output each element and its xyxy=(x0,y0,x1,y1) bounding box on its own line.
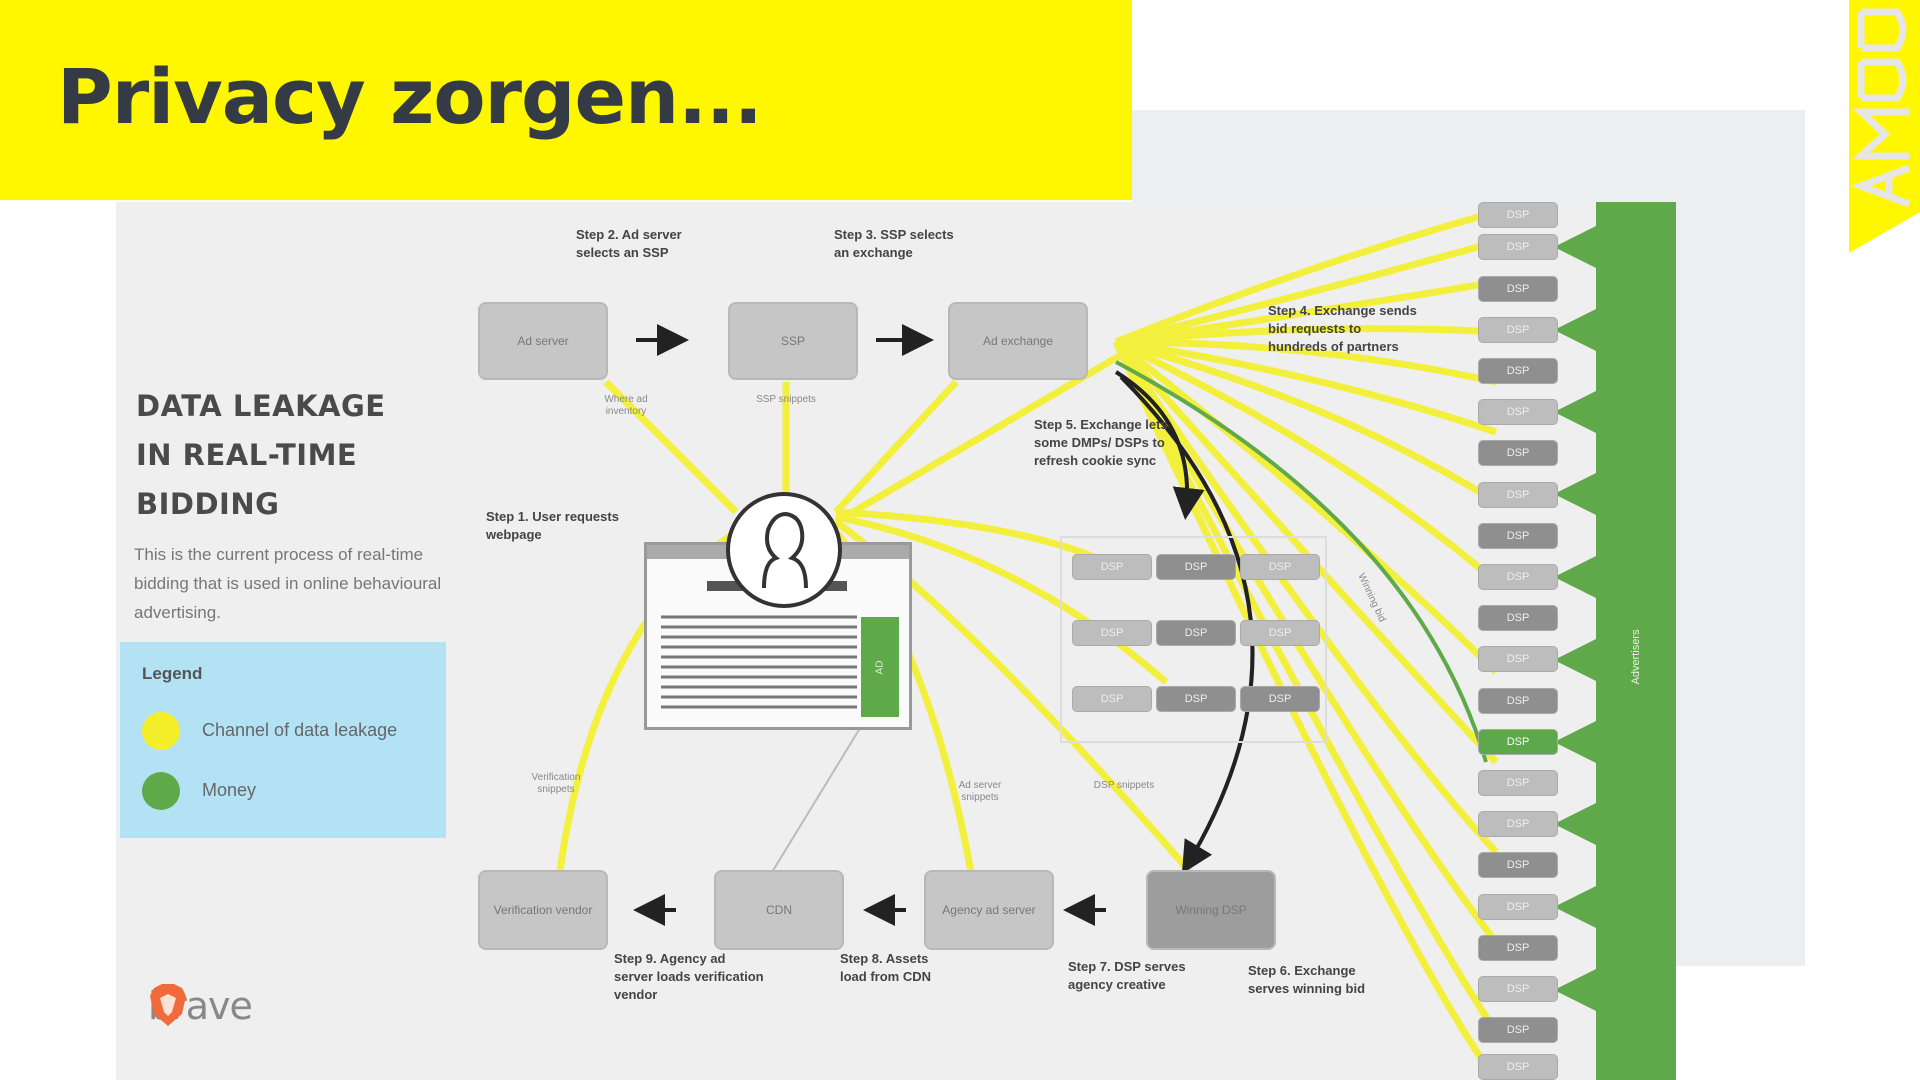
ssp-link-label: SSP snippets xyxy=(756,394,816,405)
ad-server-link-label: Where ad inventory xyxy=(604,394,648,417)
dsp-column-tile: DSP xyxy=(1478,440,1558,466)
dsp-tile: DSP xyxy=(1072,554,1152,580)
dsp-column-tile: DSP xyxy=(1478,852,1558,878)
diagram-title-line: BIDDING xyxy=(136,487,280,521)
legend-leakage-swatch xyxy=(142,712,180,750)
step-6-label: Step 6. Exchange serves winning bid xyxy=(1248,963,1366,996)
dsp-column-tile: DSP xyxy=(1478,646,1558,672)
box-winning-dsp: Winning DSP xyxy=(1146,870,1276,950)
step-5-label: Step 5. Exchange lets some DMPs/ DSPs to… xyxy=(1034,417,1168,468)
ad-slot: AD xyxy=(861,617,899,717)
rtb-diagram: DATA LEAKAGE IN REAL-TIME BIDDING This i… xyxy=(116,202,1676,1080)
dsp-tile: DSP xyxy=(1156,620,1236,646)
ad-slot-label: AD xyxy=(874,660,886,674)
dsp-column-tile: DSP xyxy=(1478,1017,1558,1043)
legend-title: Legend xyxy=(142,664,203,683)
dsp-column-tile: DSP xyxy=(1478,935,1558,961)
legend-money-swatch xyxy=(142,772,180,810)
diagram-title: DATA LEAKAGE IN REAL-TIME BIDDING xyxy=(136,382,386,529)
brave-lion-icon xyxy=(150,984,186,1026)
dsp-column-tile: DSP xyxy=(1478,358,1558,384)
box-agency-ad-server: Agency ad server xyxy=(924,870,1054,950)
diagram-connectors xyxy=(552,208,1602,1080)
box-verification-vendor: Verification vendor xyxy=(478,870,608,950)
diagram-title-line: DATA LEAKAGE xyxy=(136,389,386,423)
diagram-title-line: IN REAL-TIME xyxy=(136,438,358,472)
agency-link-label: Ad server snippets xyxy=(958,780,1002,803)
dsp-column-tile: DSP xyxy=(1478,770,1558,796)
step-1-label: Step 1. User requests webpage xyxy=(486,509,619,542)
dsp-column-tile: DSP xyxy=(1478,202,1558,228)
webpage-content-lines xyxy=(661,615,857,709)
dsp-column-tile: DSP xyxy=(1478,894,1558,920)
dsp-column-tile: DSP xyxy=(1478,564,1558,590)
dsp-tile: DSP xyxy=(1240,554,1320,580)
legend-leakage-label: Channel of data leakage xyxy=(202,720,398,740)
step-4-label: Step 4. Exchange sends bid requests to h… xyxy=(1268,303,1417,354)
step-2-label: Step 2. Ad server selects an SSP xyxy=(576,227,682,260)
legend-money-label: Money xyxy=(202,780,257,800)
legend: Legend Channel of data leakage Money xyxy=(120,642,446,838)
box-ssp: SSP xyxy=(728,302,858,380)
dsp-column-tile: DSP xyxy=(1478,399,1558,425)
step-9-label: Step 9. Agency ad server loads verificat… xyxy=(614,951,764,1002)
user-icon xyxy=(726,492,842,608)
dsp-column-tile: DSP xyxy=(1478,605,1558,631)
dsp-tile: DSP xyxy=(1240,620,1320,646)
dsp-tile: DSP xyxy=(1240,686,1320,712)
verification-link-label: Verification snippets xyxy=(531,772,581,795)
dsp-column-tile: DSP xyxy=(1478,276,1558,302)
slide-title: Privacy zorgen... xyxy=(57,52,763,141)
title-band: Privacy zorgen... xyxy=(0,0,1132,200)
brave-logo: brave xyxy=(148,984,253,1028)
step-7-label: Step 7. DSP serves agency creative xyxy=(1068,959,1186,992)
dsp-tile: DSP xyxy=(1072,686,1152,712)
dsp-tile: DSP xyxy=(1156,686,1236,712)
box-ad-server: Ad server xyxy=(478,302,608,380)
dsp-column-tile: DSP xyxy=(1478,688,1558,714)
ddma-logo xyxy=(1849,0,1920,253)
dsp-column-tile: DSP xyxy=(1478,234,1558,260)
step-8-label: Step 8. Assets load from CDN xyxy=(840,951,931,984)
box-cdn: CDN xyxy=(714,870,844,950)
box-ad-exchange: Ad exchange xyxy=(948,302,1088,380)
dsp-column-tile: DSP xyxy=(1478,523,1558,549)
dsp-link-label: DSP snippets xyxy=(1093,780,1155,791)
dsp-column-tile: DSP xyxy=(1478,1054,1558,1080)
dsp-tile: DSP xyxy=(1156,554,1236,580)
diagram-intro: This is the current process of real-time… xyxy=(134,545,442,622)
dsp-column-tile: DSP xyxy=(1478,317,1558,343)
step-3-label: Step 3. SSP selects an exchange xyxy=(834,227,954,260)
dsp-column-tile: DSP xyxy=(1478,976,1558,1002)
dsp-column-tile: DSP xyxy=(1478,482,1558,508)
dsp-tile: DSP xyxy=(1072,620,1152,646)
dsp-column-tile-winning: DSP xyxy=(1478,729,1558,755)
dsp-column-tile: DSP xyxy=(1478,811,1558,837)
advertisers-bar-label: Advertisers xyxy=(1630,629,1642,685)
advertisers-bar xyxy=(1596,202,1676,1080)
